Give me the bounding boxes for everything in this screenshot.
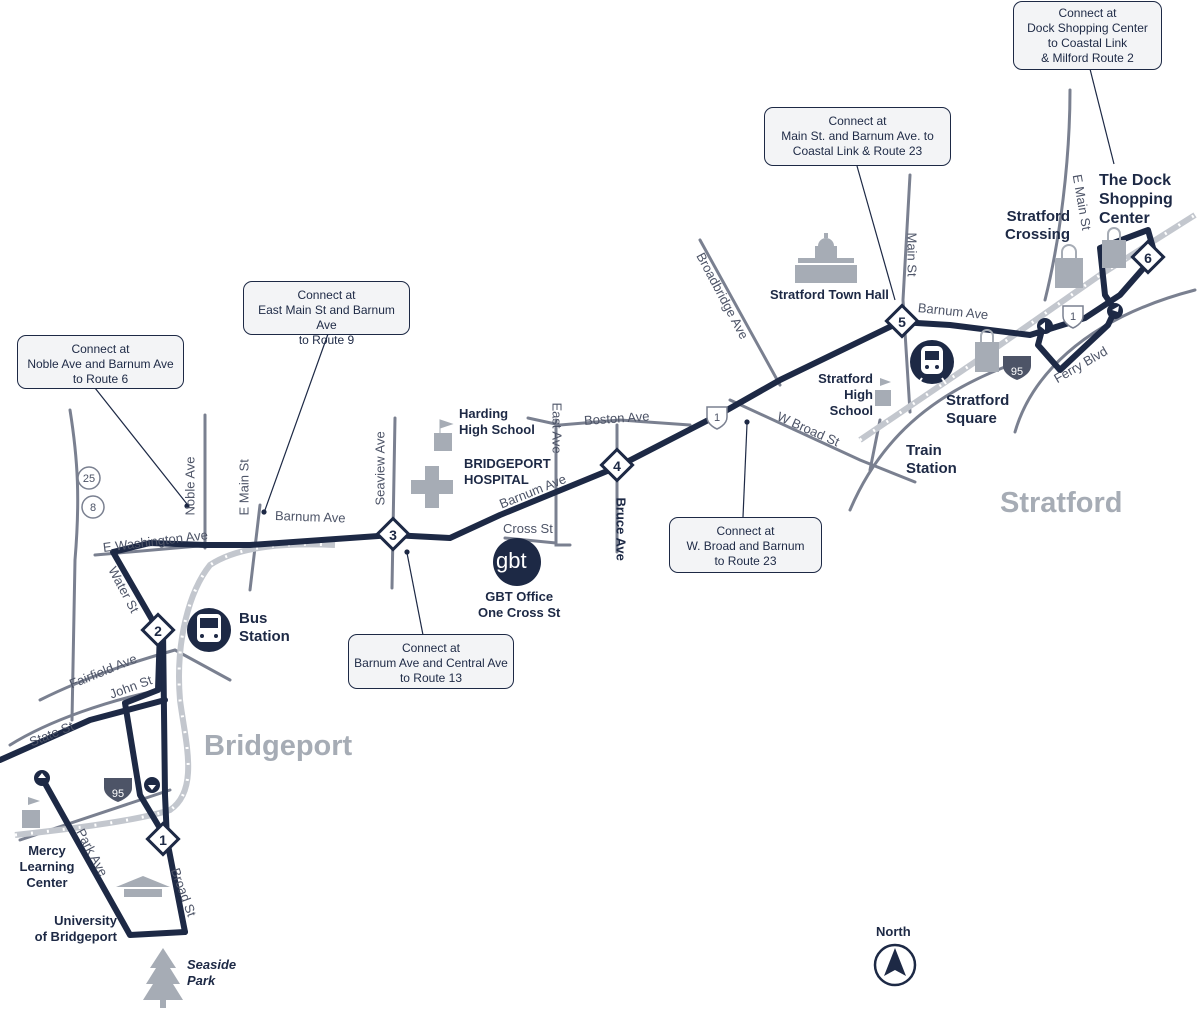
us1-shield-east: 1 [1062, 305, 1084, 329]
stop-1[interactable]: 1 [145, 821, 181, 857]
town-hall-icon [795, 233, 857, 283]
svg-text:3: 3 [389, 527, 397, 543]
callout-dock: Connect at Dock Shopping Center to Coast… [1013, 1, 1162, 70]
svg-text:6: 6 [1144, 250, 1152, 266]
street-bruce-ave: Bruce Ave [613, 497, 629, 561]
stratford-crossing-label: Stratford Crossing [1004, 208, 1070, 243]
street-barnum-ave-west: Barnum Ave [274, 508, 346, 526]
train-station-label: Train Station [906, 442, 957, 477]
svg-text:95: 95 [112, 788, 124, 800]
svg-text:95: 95 [1011, 366, 1023, 378]
stop-5[interactable]: 5 [884, 303, 920, 339]
shopping-bag-icon [975, 227, 1126, 372]
seaside-park-label: Seaside Park [187, 957, 237, 988]
stratford-high-school-label: Stratford High School [818, 371, 873, 418]
gbt-logo-text: gbt [496, 548, 527, 573]
university-icon [116, 876, 170, 897]
callout-leaders [94, 68, 1115, 636]
street-east-ave: East Ave [549, 402, 565, 454]
tree-icon [143, 948, 183, 1008]
north-arrow-icon [873, 943, 917, 987]
mercy-learning-center-label: Mercy Learning Center [19, 843, 75, 890]
bridgeport-town-label: Bridgeport [204, 730, 353, 762]
callout-central-ave: Connect at Barnum Ave and Central Ave to… [348, 634, 514, 689]
svg-text:4: 4 [613, 458, 621, 474]
hospital-cross-icon [411, 466, 453, 508]
svg-text:1: 1 [1070, 311, 1076, 323]
stop-6[interactable]: 6 [1130, 239, 1166, 275]
gbt-office-label: GBT Office One Cross St [478, 589, 561, 620]
callout-main-st: Connect at Main St. and Barnum Ave. to C… [764, 107, 951, 166]
svg-text:5: 5 [898, 314, 906, 330]
harding-high-school-label: Harding High School [459, 406, 535, 437]
svg-text:25: 25 [83, 473, 95, 485]
stratford-square-label: Stratford Square [946, 392, 1010, 427]
railway [14, 212, 1197, 838]
street-cross-st: Cross St [503, 521, 553, 536]
bus-station-label: Bus Station [239, 610, 290, 645]
stop-2[interactable]: 2 [140, 612, 176, 648]
stop-3[interactable]: 3 [375, 516, 411, 552]
stop-4[interactable]: 4 [599, 447, 635, 483]
callout-east-main-st: Connect at East Main St and Barnum Ave t… [243, 281, 410, 347]
svg-text:8: 8 [90, 502, 96, 514]
train-icon [910, 340, 954, 385]
bus-icon [187, 608, 231, 652]
rt25-shield: 25 [77, 466, 101, 490]
street-main-st: Main St [904, 232, 920, 277]
callout-noble-ave: Connect at Noble Ave and Barnum Ave to R… [17, 335, 184, 389]
street-noble-ave: Noble Ave [182, 456, 198, 516]
street-seaview-ave: Seaview Ave [372, 431, 388, 506]
rt8-shield: 8 [81, 495, 105, 519]
bus-route [0, 227, 1158, 938]
i95-shield-east: 95 [1003, 356, 1031, 380]
gbt-logo-icon [493, 538, 541, 586]
direction-arrow-icons [34, 303, 1123, 793]
university-of-bridgeport-label: University of Bridgeport [34, 913, 117, 944]
svg-text:2: 2 [154, 623, 162, 639]
street-network [8, 88, 1197, 842]
us1-shield-west: 1 [706, 406, 728, 430]
callout-w-broad: Connect at W. Broad and Barnum to Route … [669, 517, 822, 573]
stratford-town-hall-label: Stratford Town Hall [770, 287, 889, 302]
i95-shield-west: 95 [104, 778, 132, 802]
dock-shopping-center-label: The Dock Shopping Center [1099, 172, 1173, 227]
svg-text:1: 1 [159, 832, 167, 848]
school-flag-icon [22, 378, 891, 828]
bridgeport-hospital-label: BRIDGEPORT HOSPITAL [464, 456, 551, 487]
svg-text:1: 1 [714, 412, 720, 424]
street-e-main-st: E Main St [236, 459, 252, 516]
north-label: North [876, 924, 911, 939]
stratford-town-label: Stratford [1000, 487, 1123, 519]
